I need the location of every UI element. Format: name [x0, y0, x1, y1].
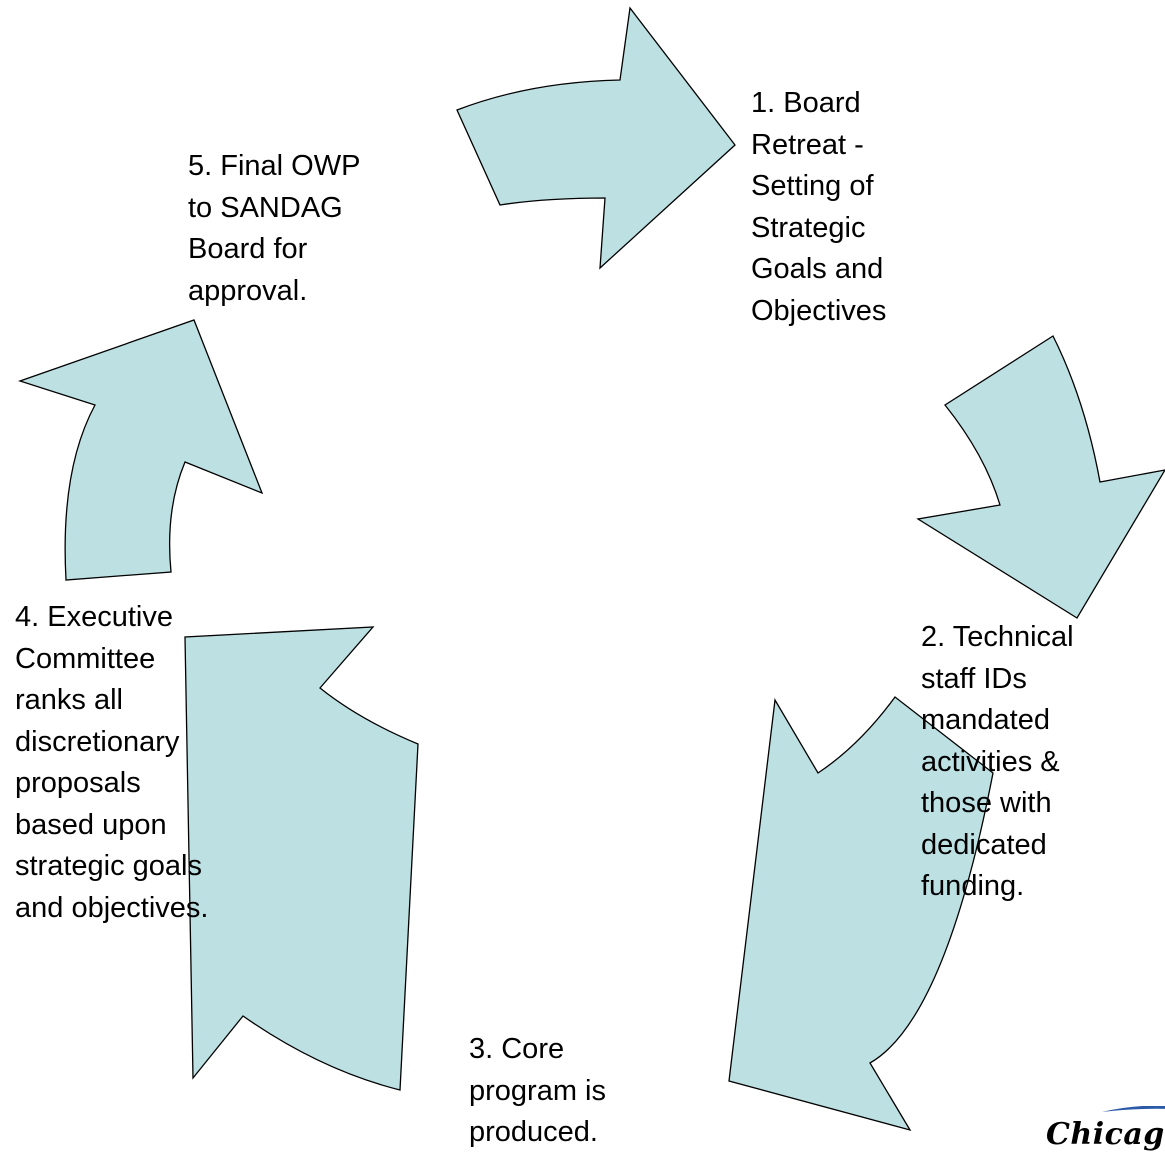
- chicago-logo: Chicago: [1040, 1106, 1165, 1152]
- cycle-arrow-3: [728, 696, 994, 1132]
- step-3-label: 3. Core program is produced.: [469, 1033, 606, 1148]
- logo-text: Chicago: [1046, 1117, 1165, 1152]
- step-5-label: 5. Final OWP to SANDAG Board for approva…: [188, 150, 361, 307]
- step-1-label: 1. Board Retreat - Setting of Strategic …: [751, 87, 887, 327]
- step-4-label: 4. Executive Committee ranks all discret…: [15, 601, 209, 924]
- step-2-label: 2. Technical staff IDs mandated activiti…: [921, 621, 1074, 902]
- cycle-arrow-5: [17, 319, 264, 581]
- cycle-arrow-1: [456, 6, 736, 270]
- cycle-arrow-4: [184, 626, 419, 1091]
- logo-swoosh: [1102, 1106, 1165, 1112]
- cycle-arrow-2: [916, 335, 1165, 619]
